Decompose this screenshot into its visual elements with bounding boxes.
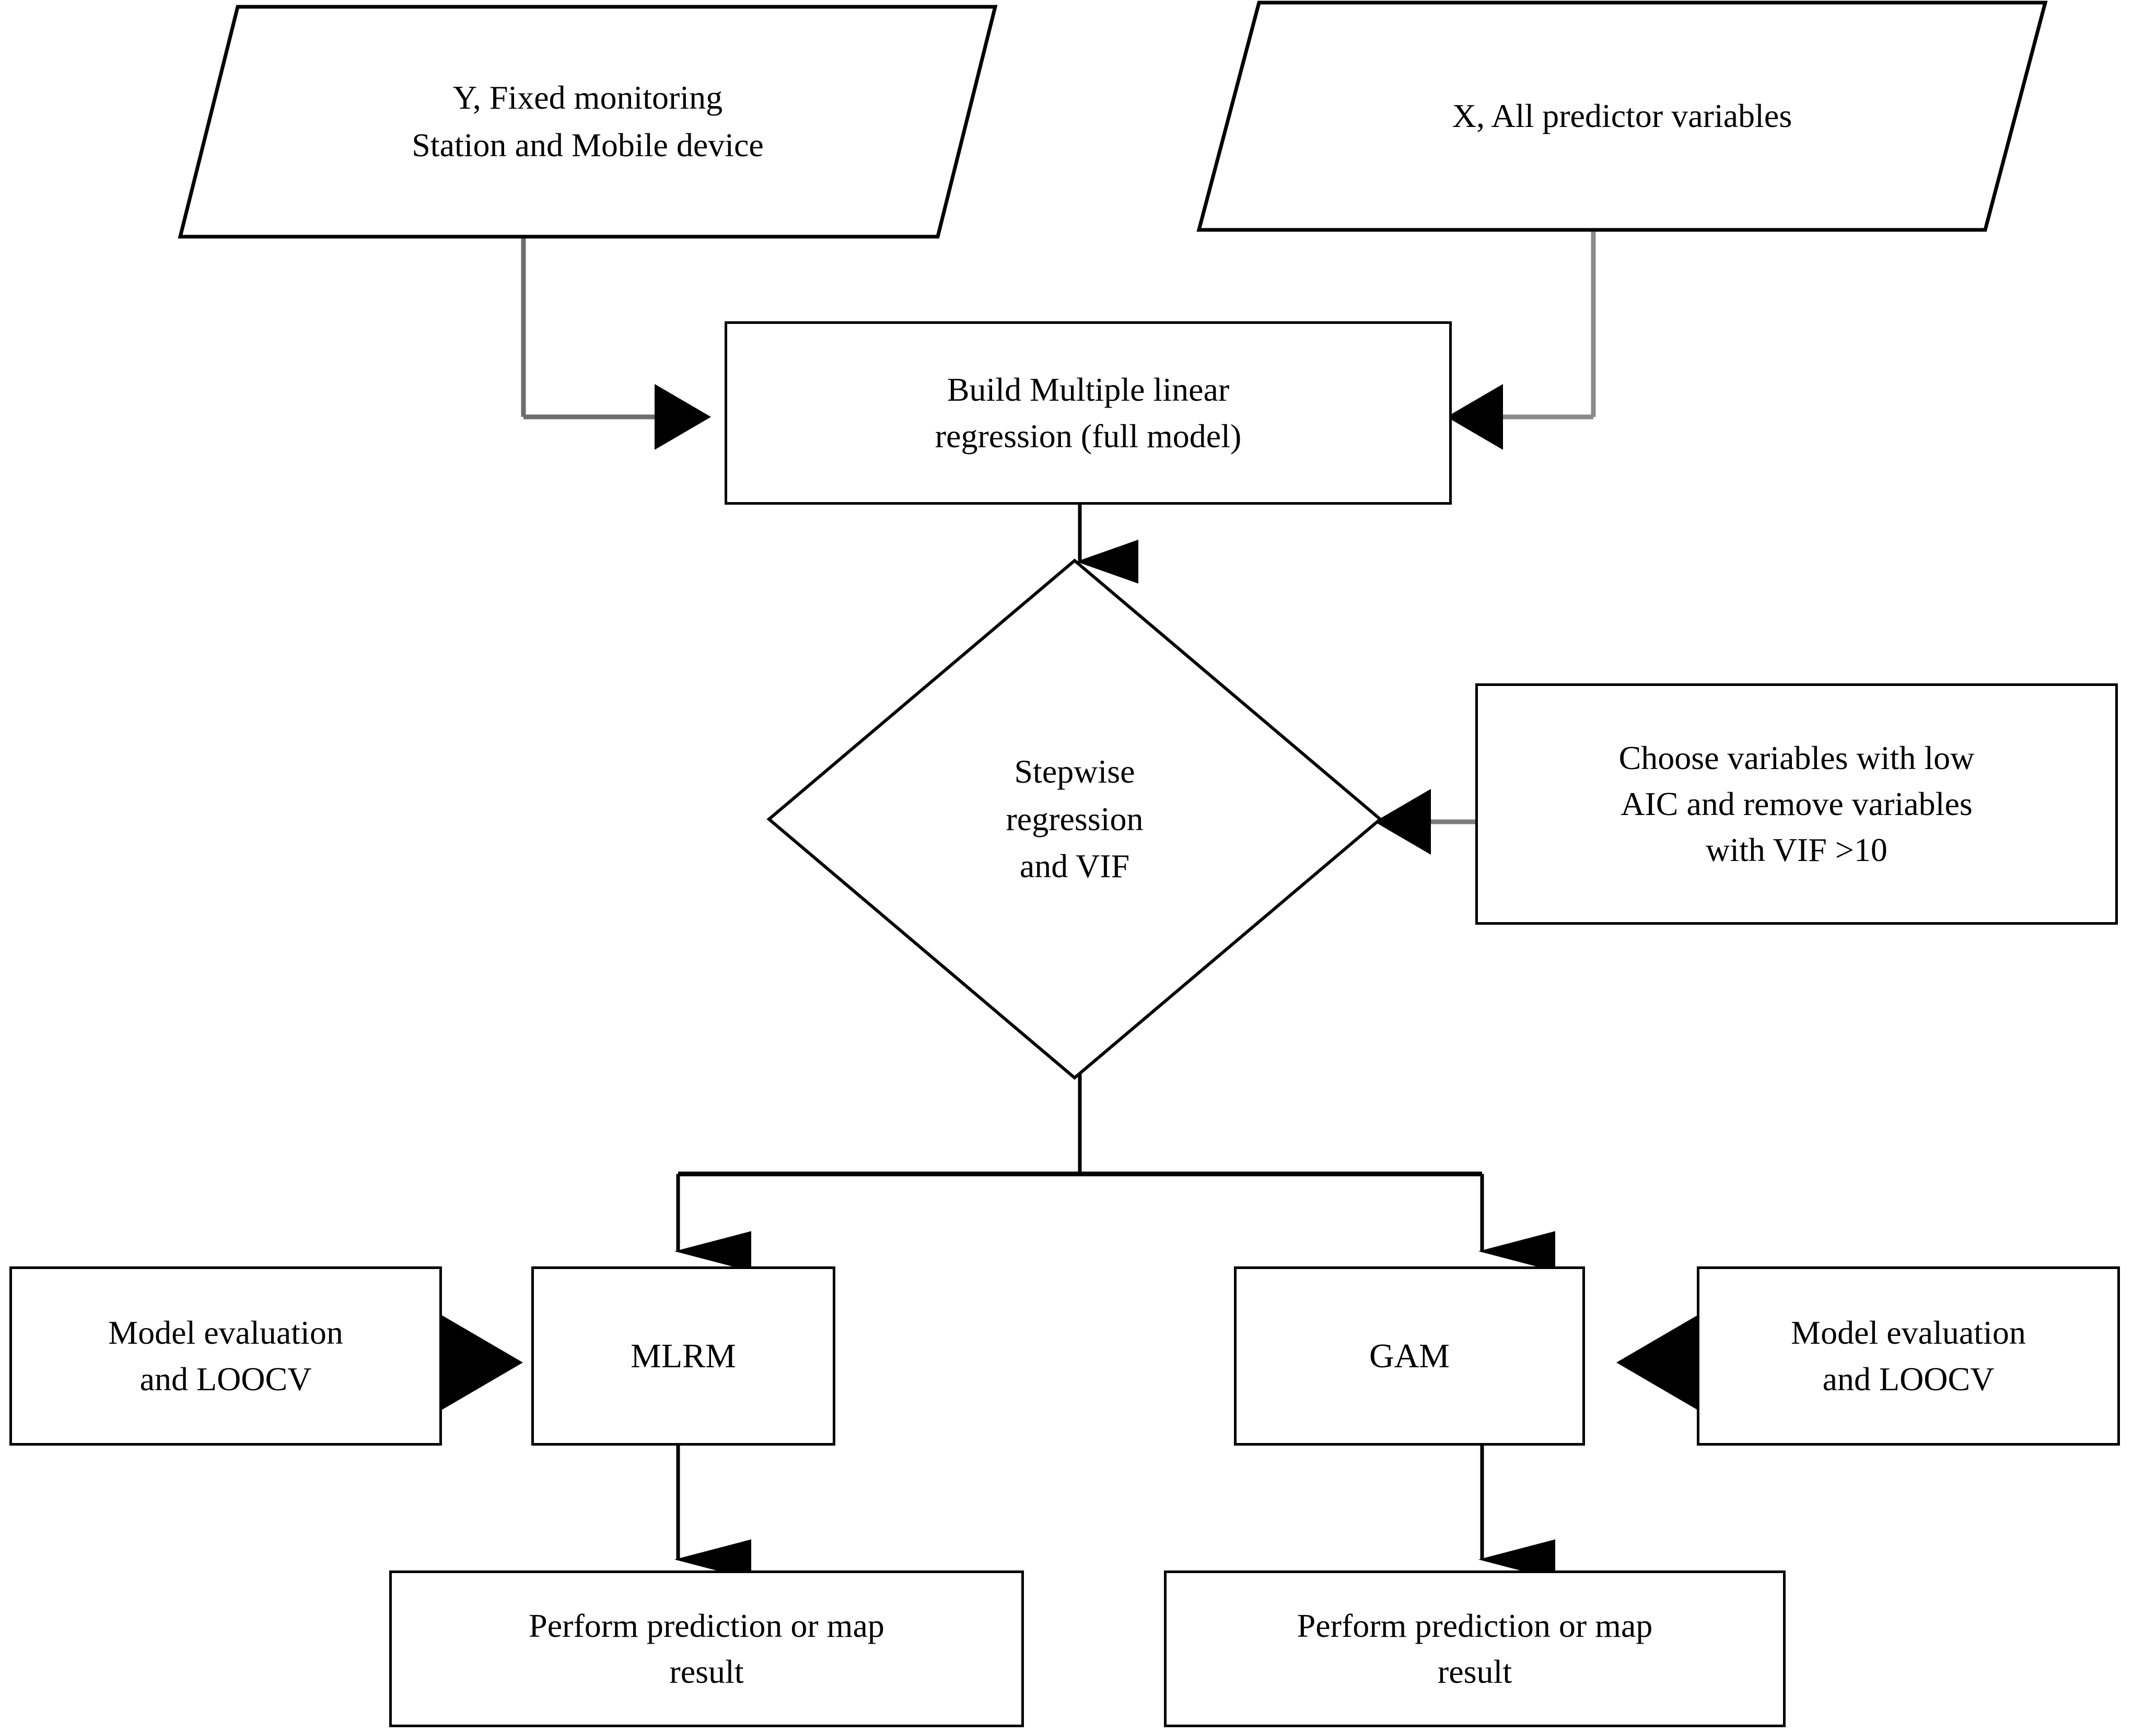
node-predict-left[interactable]: Perform prediction or map result bbox=[389, 1570, 1024, 1727]
node-predict-right-label: Perform prediction or map result bbox=[1297, 1607, 1653, 1690]
node-eval-right-label: Model evaluation and LOOCV bbox=[1791, 1314, 2026, 1398]
node-input-y-label: Y, Fixed monitoring Station and Mobile d… bbox=[412, 79, 764, 164]
parallelogram-shape-y bbox=[178, 5, 998, 239]
node-input-x-label: X, All predictor variables bbox=[1452, 97, 1792, 135]
node-eval-left-label: Model evaluation and LOOCV bbox=[108, 1314, 343, 1398]
node-build-mlr[interactable]: Build Multiple linear regression (full m… bbox=[725, 321, 1452, 505]
node-stepwise-label: Stepwise regression and VIF bbox=[1006, 752, 1144, 885]
node-predict-left-label: Perform prediction or map result bbox=[529, 1607, 884, 1690]
edge-y-to-build bbox=[521, 238, 711, 450]
node-predict-right[interactable]: Perform prediction or map result bbox=[1164, 1570, 1786, 1727]
node-gam-label: GAM bbox=[1369, 1336, 1450, 1375]
edge-x-to-build bbox=[1447, 230, 1596, 450]
node-stepwise[interactable]: Stepwise regression and VIF bbox=[766, 558, 1383, 1080]
node-choose-vars[interactable]: Choose variables with low AIC and remove… bbox=[1475, 683, 2118, 925]
node-mlrm-label: MLRM bbox=[631, 1336, 736, 1375]
node-gam[interactable]: GAM bbox=[1234, 1266, 1585, 1446]
parallelogram-shape-x bbox=[1196, 1, 2048, 232]
node-input-x[interactable]: X, All predictor variables bbox=[1196, 0, 2048, 232]
node-eval-right[interactable]: Model evaluation and LOOCV bbox=[1697, 1266, 2120, 1446]
node-eval-left[interactable]: Model evaluation and LOOCV bbox=[9, 1266, 442, 1446]
node-input-y[interactable]: Y, Fixed monitoring Station and Mobile d… bbox=[178, 4, 998, 239]
node-build-mlr-label: Build Multiple linear regression (full m… bbox=[935, 371, 1242, 455]
diamond-shape-stepwise bbox=[766, 558, 1383, 1080]
edge-stepwise-split bbox=[674, 1071, 1555, 1272]
node-choose-vars-label: Choose variables with low AIC and remove… bbox=[1618, 739, 1975, 869]
node-mlrm[interactable]: MLRM bbox=[531, 1266, 835, 1446]
